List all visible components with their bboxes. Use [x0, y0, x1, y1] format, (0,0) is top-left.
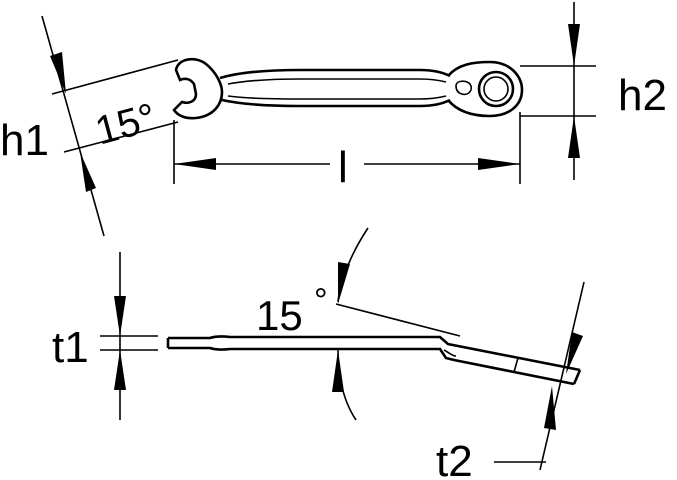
handle [219, 68, 451, 108]
l-dimension: l [173, 112, 521, 192]
ratchet-ring-inner [483, 76, 509, 102]
t1-label: t1 [52, 323, 89, 372]
t2-label: t2 [436, 437, 473, 480]
ratchet-ring [477, 70, 515, 108]
h2-label: h2 [618, 71, 667, 120]
angle-side-degree: ° [314, 282, 328, 320]
angle-top-label: 15° [91, 95, 161, 153]
handle-inner [227, 78, 447, 100]
t2-dimension: t2 [436, 281, 585, 480]
wrench-top-view [172, 57, 524, 120]
l-label: l [338, 143, 348, 192]
side-handle [168, 335, 459, 362]
angle-side-label: 15 [256, 292, 303, 339]
t1-dimension: t1 [52, 252, 158, 420]
h2-dimension: h2 [520, 2, 667, 180]
angle-side-dimension: 15 ° [256, 227, 369, 421]
ratchet-lever [455, 80, 473, 96]
h1-dimension: h1 15° [0, 15, 179, 237]
open-end-head [172, 57, 224, 120]
wrench-side-view [166, 303, 582, 386]
ring-end-head [447, 60, 524, 118]
h1-label: h1 [0, 116, 49, 165]
